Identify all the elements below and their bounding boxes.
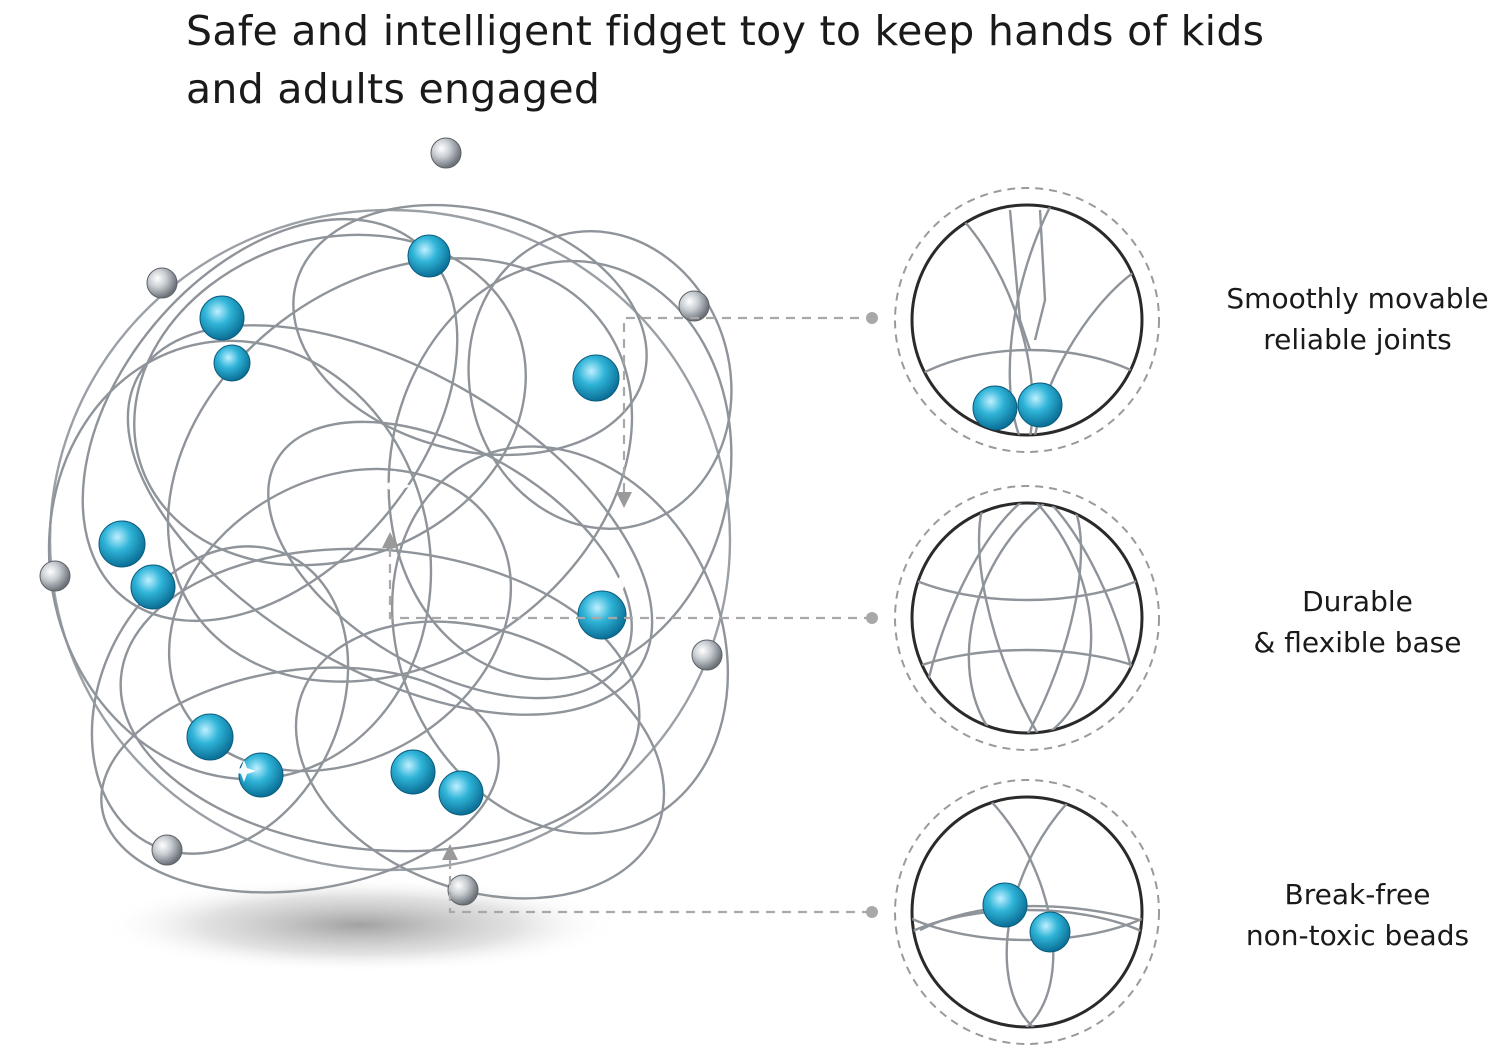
- connector-lines: [388, 316, 870, 914]
- feature-beads-line-1: Break-free: [1284, 878, 1431, 911]
- beads-closeup-icon: [894, 779, 1160, 1045]
- silver-balls: [39, 137, 723, 906]
- blue-beads: [98, 234, 627, 816]
- feature-label-base: Durable & flexible base: [1205, 581, 1500, 663]
- feature-label-beads: Break-free non-toxic beads: [1205, 874, 1500, 956]
- base-closeup-icon: [894, 485, 1160, 751]
- feature-base-line-1: Durable: [1302, 585, 1413, 618]
- sparkle-highlights: [232, 470, 634, 782]
- feature-joints-line-1: Smoothly movable: [1226, 282, 1489, 315]
- feature-beads-line-2: non-toxic beads: [1245, 919, 1470, 952]
- connector-arrows: [382, 492, 632, 860]
- feature-base-line-2: & flexible base: [1253, 626, 1462, 659]
- headline-line-1: Safe and intelligent fidget toy to keep …: [186, 7, 1265, 55]
- feature-label-joints: Smoothly movable reliable joints: [1205, 278, 1500, 360]
- joint-closeup-icon: [894, 187, 1160, 453]
- headline: Safe and intelligent fidget toy to keep …: [186, 2, 1446, 118]
- connector-dots: [866, 312, 878, 918]
- floor-shadow: [100, 877, 620, 973]
- headline-line-2: and adults engaged: [186, 65, 601, 113]
- feature-joints-line-2: reliable joints: [1263, 323, 1452, 356]
- wire-sphere: [47, 203, 733, 900]
